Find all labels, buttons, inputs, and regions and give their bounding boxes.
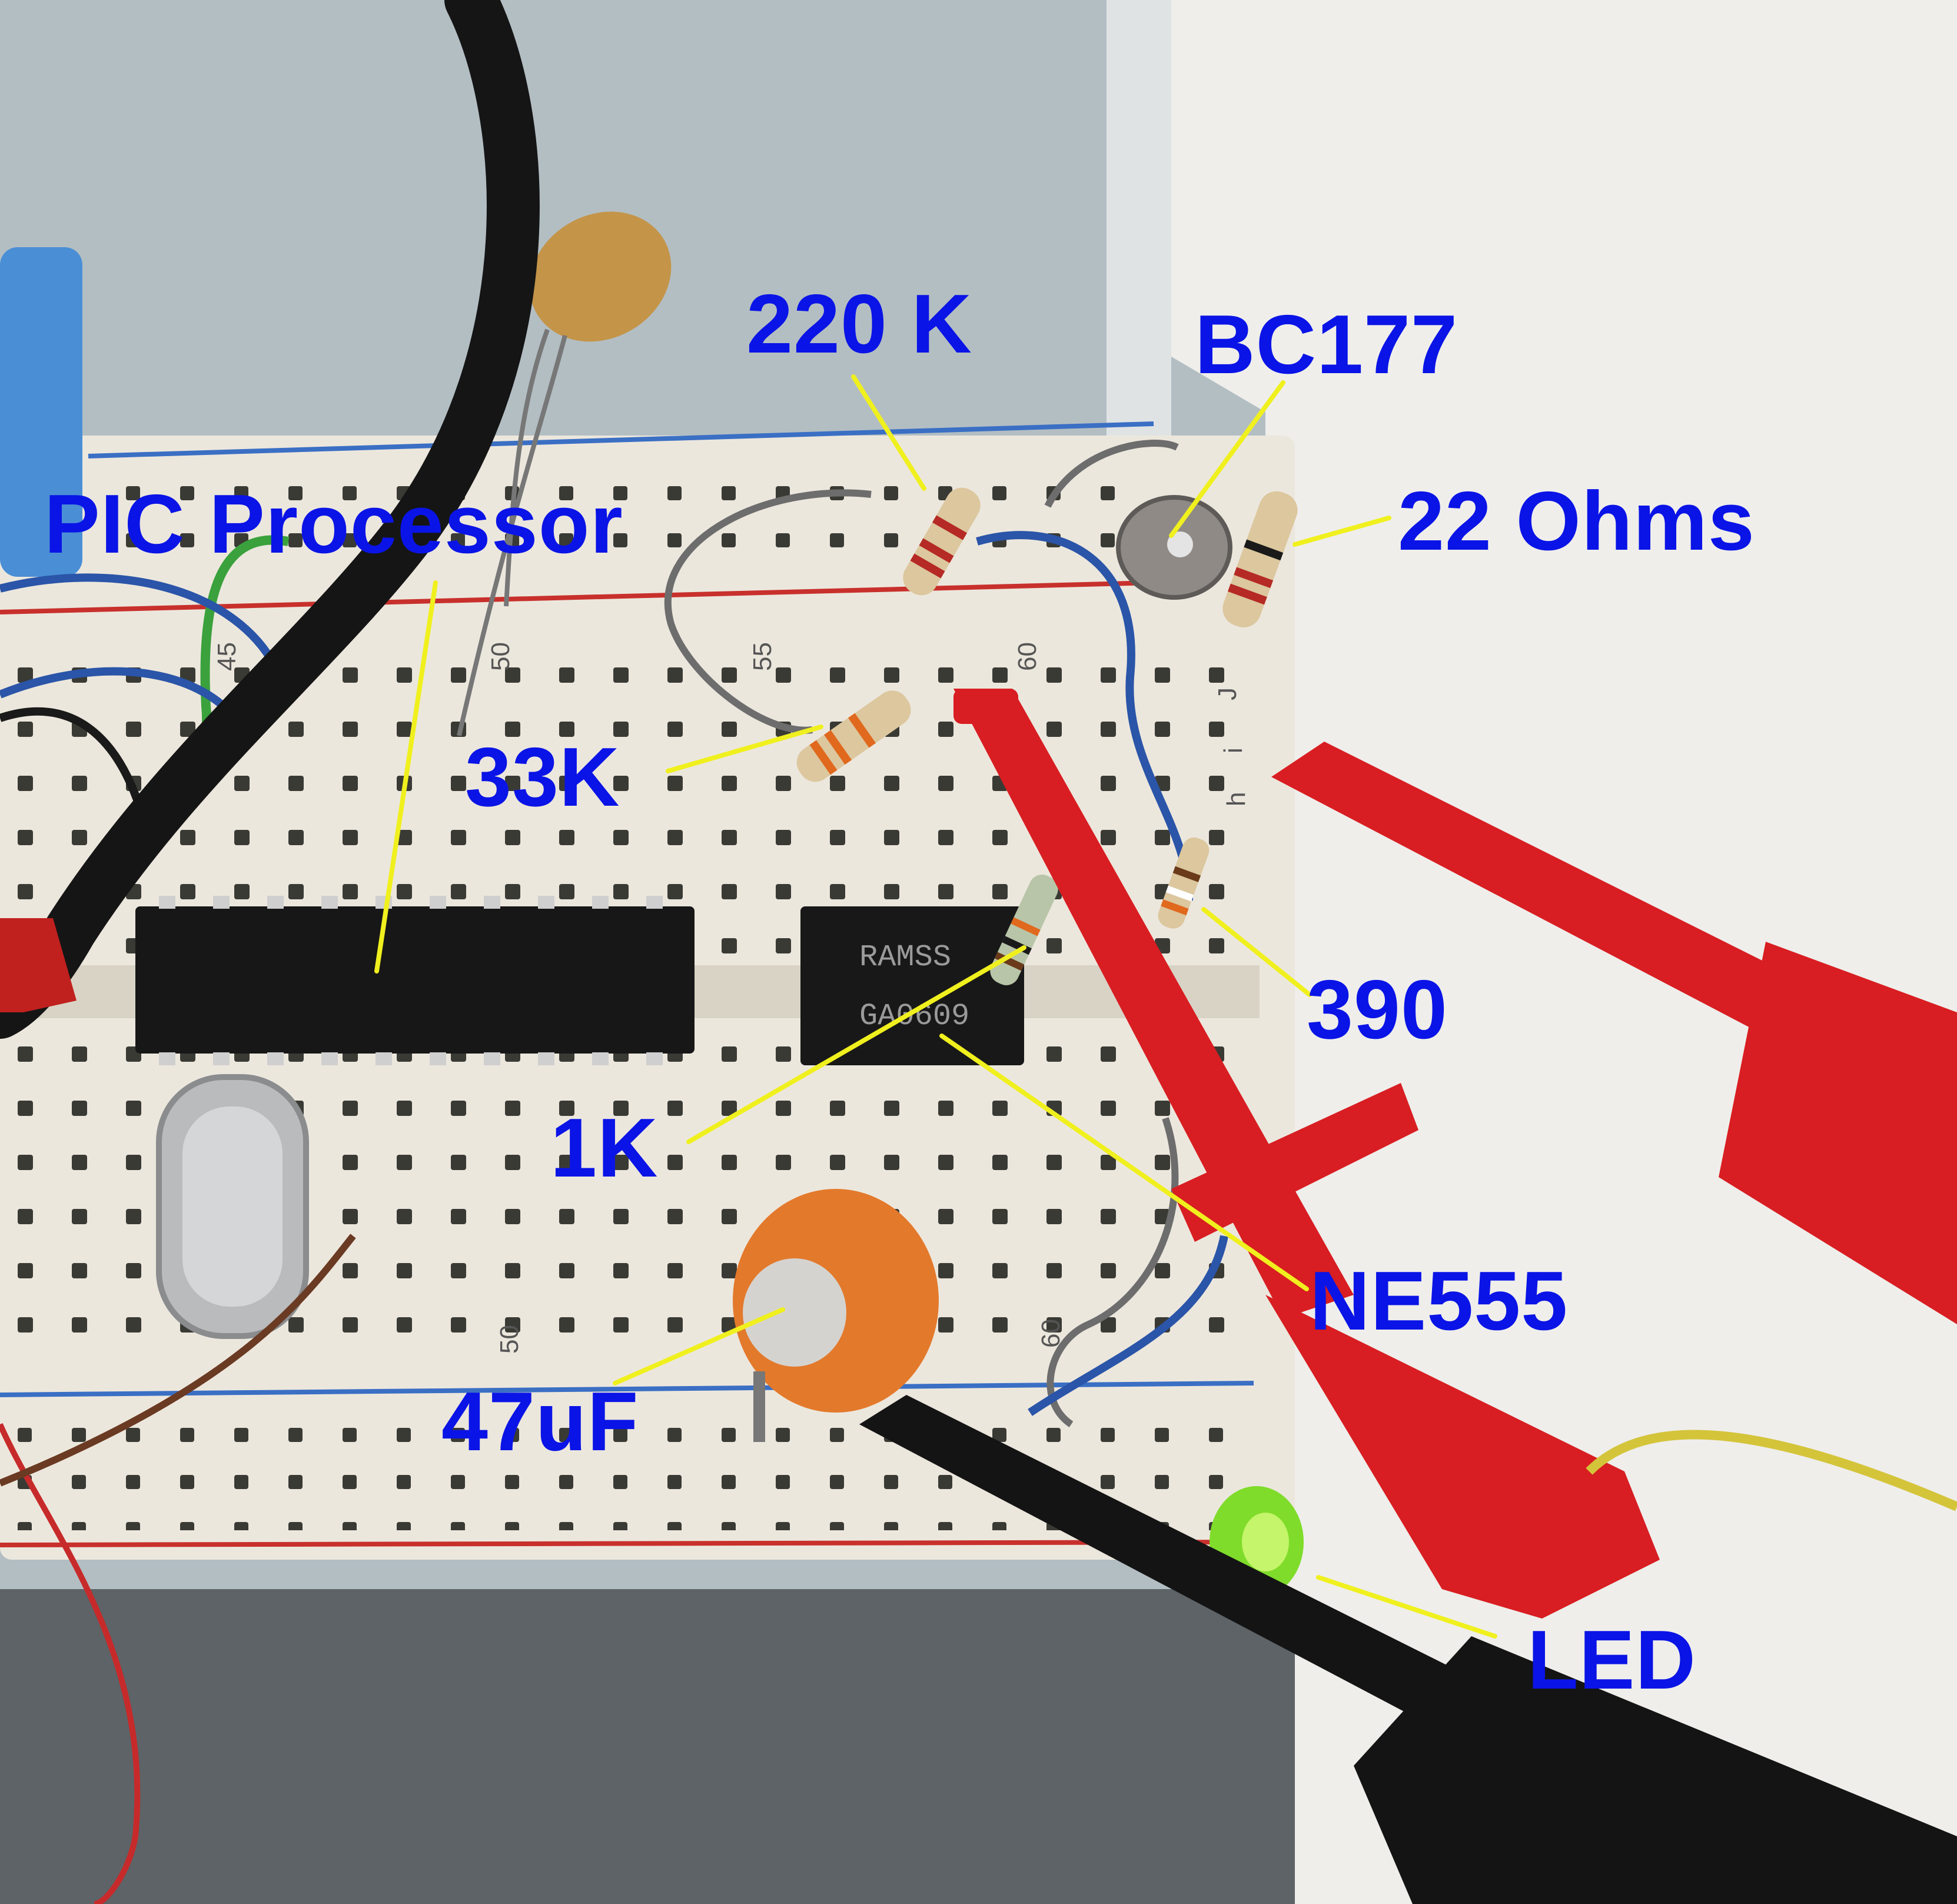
rail-red-bottom bbox=[0, 1540, 1272, 1547]
red-probe-left bbox=[953, 689, 1660, 1619]
label-47uf: 47uF bbox=[441, 1375, 639, 1468]
resistor-33k bbox=[796, 690, 911, 782]
cable-red-sleeve bbox=[0, 918, 77, 1012]
red-probe-right bbox=[1271, 742, 1957, 1324]
rail-blue-top bbox=[88, 421, 1154, 458]
col-60-top: 60 bbox=[1013, 642, 1042, 671]
ceramic-capacitor bbox=[529, 211, 672, 342]
dark-surface-bottom bbox=[0, 1589, 1295, 1904]
label-33k: 33K bbox=[465, 730, 620, 824]
leader-22ohm bbox=[1293, 516, 1391, 547]
leader-pic bbox=[374, 580, 438, 973]
label-1k: 1K bbox=[550, 1101, 659, 1195]
leader-33k bbox=[666, 725, 823, 773]
label-bc177: BC177 bbox=[1195, 298, 1458, 391]
leader-220k bbox=[851, 374, 926, 491]
ceramic-cap-lead-b bbox=[457, 334, 567, 736]
col-50-top: 50 bbox=[486, 642, 515, 671]
label-390: 390 bbox=[1307, 963, 1448, 1056]
wire-black-left bbox=[0, 707, 145, 814]
wire-red-left bbox=[0, 1423, 141, 1904]
resistor-220k bbox=[903, 487, 981, 596]
leader-ne555 bbox=[939, 1034, 1309, 1291]
wire-yellow bbox=[1586, 1430, 1957, 1511]
label-22-ohms: 22 Ohms bbox=[1398, 474, 1755, 568]
ceramic-cap-lead-a bbox=[504, 328, 550, 607]
rail-blue-bottom bbox=[0, 1381, 1254, 1397]
label-led: LED bbox=[1527, 1613, 1696, 1707]
ne555-marking-1: RAMSS bbox=[859, 940, 951, 975]
leader-lines bbox=[374, 374, 1497, 1639]
label-pic-processor: PIC Processor bbox=[44, 477, 623, 571]
wire-brown-left bbox=[0, 1234, 356, 1487]
resistor-390 bbox=[1158, 837, 1210, 929]
thick-black-cable bbox=[0, 0, 540, 1039]
rail-holes-top bbox=[94, 465, 1154, 577]
leader-1k bbox=[686, 945, 1026, 1144]
resistor-22ohm bbox=[1222, 491, 1298, 627]
col-50-bottom: 50 bbox=[495, 1325, 524, 1354]
pic-chip-pins bbox=[159, 896, 663, 1065]
ne555-chip-body bbox=[800, 906, 1024, 1065]
row-j-mark: J bbox=[1213, 687, 1242, 700]
col-45-top: 45 bbox=[212, 642, 241, 671]
wire-blue-right bbox=[976, 531, 1193, 901]
pic-chip-body bbox=[135, 906, 695, 1054]
row-i-mark: i bbox=[1219, 747, 1248, 753]
label-220k: 220 K bbox=[746, 277, 972, 371]
label-ne555: NE555 bbox=[1310, 1254, 1569, 1348]
wire-blue-lower bbox=[1028, 1235, 1228, 1416]
blue-component-case bbox=[0, 247, 82, 577]
ne555-marking-2: GA0609 bbox=[859, 999, 969, 1034]
black-probe bbox=[859, 1395, 1957, 1904]
wire-gray-55 bbox=[664, 489, 872, 734]
monitor-edge bbox=[1107, 0, 1171, 447]
leader-led bbox=[1316, 1575, 1497, 1639]
leader-390 bbox=[1201, 907, 1312, 997]
leader-47uf bbox=[613, 1307, 785, 1385]
rail-red-top bbox=[0, 580, 1154, 614]
col-55-top: 55 bbox=[748, 642, 777, 671]
wire-blue-left-2 bbox=[0, 667, 227, 710]
leader-bc177 bbox=[1169, 380, 1285, 538]
wire-blue-left-1 bbox=[0, 573, 287, 684]
row-h-mark: h bbox=[1222, 792, 1251, 806]
wire-gray-transistor bbox=[1044, 440, 1179, 508]
